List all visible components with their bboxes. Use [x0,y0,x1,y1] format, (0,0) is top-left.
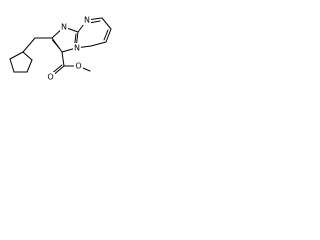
ethyl-linker [22,37,53,53]
svg-text:N: N [74,44,80,53]
svg-text:O: O [47,73,53,82]
atom-label-n2: N [73,43,81,53]
methyl-ester-group [49,51,91,78]
atom-label-o-ester: O [74,61,83,71]
svg-text:N: N [84,16,90,25]
atom-label-n1: N [60,22,68,32]
atom-label-n3: N [83,15,91,25]
svg-text:N: N [61,23,67,32]
cyclopentyl-ring [9,51,33,73]
atom-label-o-carbonyl: O [46,72,55,82]
pyrimidine-ring [75,17,112,49]
chemical-structure-diagram: N N N O O [9,15,112,82]
svg-text:O: O [75,62,81,71]
